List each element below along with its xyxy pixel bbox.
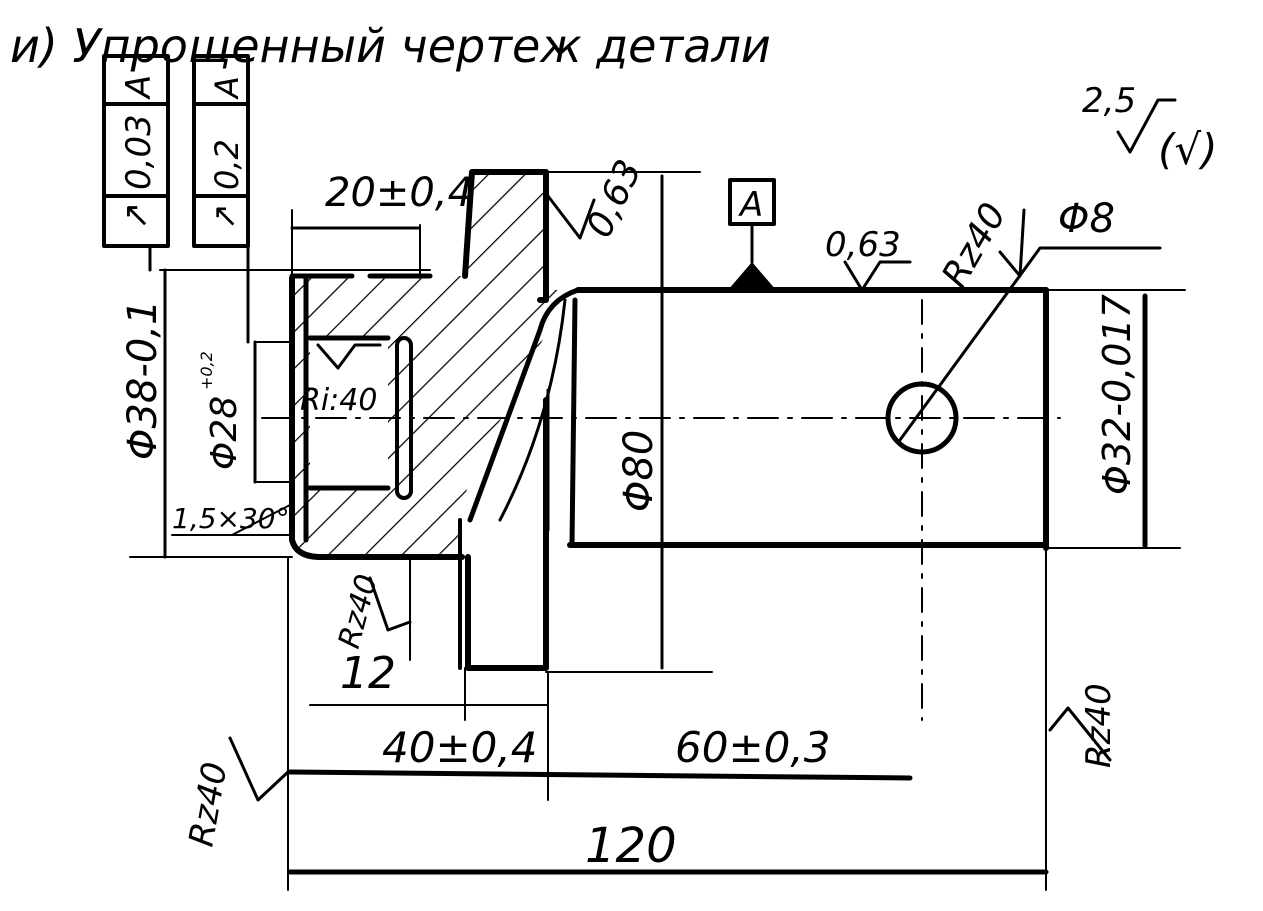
roughness-left-end: Rz40: [181, 759, 235, 849]
dim-len-60: 60±0,3: [675, 723, 830, 772]
runout-datum-1: A: [119, 75, 159, 100]
tolerance-frame-runout-2: ↗ 0,2 A: [192, 54, 250, 344]
dim-d28: Φ28: [204, 396, 245, 470]
dim-len-12: 12: [340, 648, 396, 699]
roughness-right-end: Rz40: [1079, 683, 1119, 768]
general-roughness-value: 2,5: [1082, 81, 1136, 121]
roughness-bottom-face: Rz40: [332, 571, 385, 652]
datum-a-label: A: [738, 185, 763, 225]
dim-len-120: 120: [585, 818, 677, 874]
runout-value-1: 0,03: [119, 114, 159, 190]
dim-d38: Φ38-0,1: [120, 300, 166, 460]
dim-d8: Φ8: [1058, 196, 1115, 242]
runout-datum-2: A: [208, 76, 246, 100]
dim-d32: Φ32-0,017: [1095, 294, 1139, 495]
dimension-texts: Φ38-0,1 Φ28 +0,2 20±0,4 Φ80 Φ32-0,017 Φ8…: [120, 170, 1139, 874]
runout-value-2: 0,2: [208, 139, 246, 190]
part-outline: [289, 169, 1186, 721]
roughness-rz40-top: Rz40: [934, 196, 1014, 294]
dim-d80: Φ80: [616, 430, 662, 512]
dim-chamfer: 1,5×30°: [172, 502, 290, 535]
general-roughness-mark: 2,5 (√): [1082, 81, 1218, 174]
drawing-title: и) Упрощенный чертеж детали: [10, 19, 771, 73]
dim-len-20: 20±0,4: [325, 170, 473, 216]
dim-len-40: 40±0,4: [382, 723, 537, 772]
runout-symbol-2: ↗: [205, 203, 243, 230]
dimension-lines: [129, 171, 1148, 891]
runout-symbol-1: ↗: [116, 202, 156, 231]
tolerance-frame-runout-1: ↗ 0,03 A: [102, 54, 170, 272]
roughness-bore: Ri:40: [300, 383, 377, 418]
roughness-shaft-top: 0,63: [825, 225, 901, 265]
general-roughness-note: (√): [1158, 125, 1218, 174]
section-hatched: [292, 172, 578, 557]
roughness-flange-face: 0,63: [579, 154, 650, 244]
dim-d28-tol: +0,2: [197, 351, 216, 390]
datum-a: A: [728, 178, 776, 290]
